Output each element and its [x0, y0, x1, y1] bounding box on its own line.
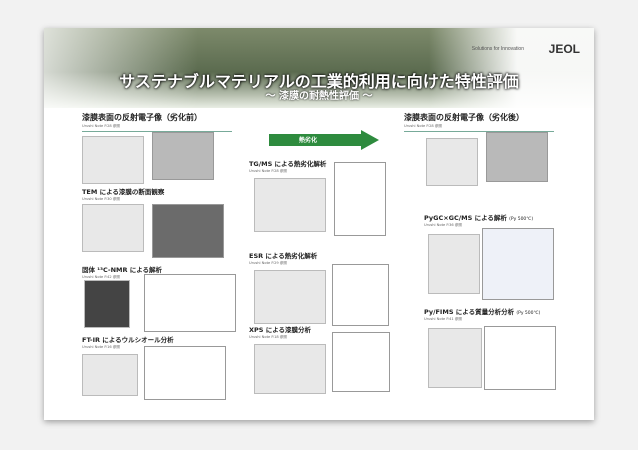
sem-before-image	[152, 132, 214, 180]
esr-instrument-image	[254, 270, 326, 324]
section-xps: XPS による漆膜分析 Urushi Note P.18 参照	[249, 326, 312, 339]
section-nmr: 固体 ¹³C-NMR による解析 Urushi Note P.42 参照	[82, 266, 163, 279]
xps-instrument-image	[254, 344, 326, 394]
nmr-spectrum-plot	[144, 274, 236, 332]
nmr-instrument-image	[84, 280, 130, 328]
tem-cross-section-image	[152, 204, 224, 258]
poster: Solutions for Innovation JEOL サステナブルマテリア…	[44, 28, 594, 420]
xps-spectrum-plot	[332, 332, 390, 392]
sem-after-image	[486, 132, 548, 182]
section-sem-before: 漆膜表面の反射電子像（劣化前） Urushi Note P.28 参照	[82, 112, 232, 132]
sem-after-instrument-image	[426, 138, 478, 186]
tagline: Solutions for Innovation	[471, 46, 524, 52]
ftir-spectrum-plot	[144, 346, 226, 400]
section-esr: ESR による熱劣化解析 Urushi Note P.29 参照	[249, 252, 318, 265]
tem-instrument-image	[82, 204, 144, 252]
esr-spectrum-plot	[332, 264, 389, 326]
sem-instrument-image	[82, 136, 144, 184]
pygc-2d-chromatogram	[482, 228, 554, 300]
section-pygc: PyGC×GC/MS による解析 (Py 500℃) Urushi Note P…	[424, 214, 534, 227]
pygc-instrument-image	[428, 234, 480, 294]
pyfims-mass-spectrum	[484, 326, 556, 390]
tgms-plot	[334, 162, 386, 236]
arrow-label: 熱劣化	[299, 137, 318, 144]
jeol-logo: JEOL	[548, 42, 580, 56]
section-tem: TEM による漆膜の断面観察 Urushi Note P.30 参照	[82, 188, 165, 201]
ftir-instrument-image	[82, 354, 138, 396]
section-tgms: TG/MS による熱劣化解析 Urushi Note P.28 参照	[249, 160, 327, 173]
heat-degradation-arrow	[269, 130, 379, 150]
section-pyfims: Py/FIMS による質量分析分析 (Py 500℃) Urushi Note …	[424, 308, 541, 321]
poster-title: サステナブルマテリアルの工業的利用に向けた特性評価	[119, 72, 519, 91]
section-ftir: FT-IR によるウルシオール分析 Urushi Note P.16 参照	[82, 336, 174, 349]
section-sem-after: 漆膜表面の反射電子像（劣化後） Urushi Note P.28 参照	[404, 112, 554, 132]
tgms-instrument-image	[254, 178, 326, 232]
poster-subtitle: ～ 漆膜の耐熱性評価 ～	[265, 91, 373, 102]
pyfims-instrument-image	[428, 328, 482, 388]
